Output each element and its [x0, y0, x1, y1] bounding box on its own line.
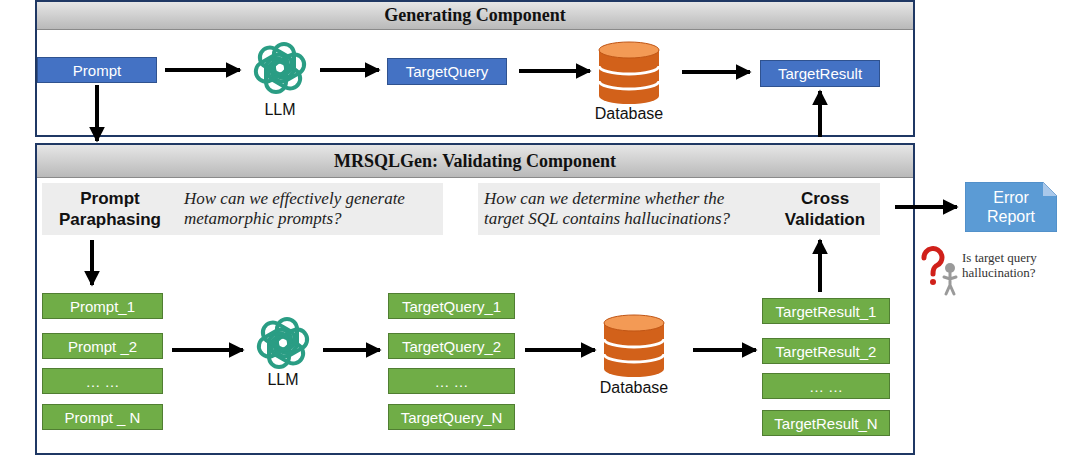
flow-arrow — [95, 85, 99, 141]
box-label: Prompt _ N — [65, 409, 141, 426]
box-label: TargetQuery_N — [401, 409, 503, 426]
process-box: TargetQuery_N — [388, 404, 515, 430]
question-band: Prompt ParaphasingHow can we effectively… — [42, 183, 443, 235]
flow-arrow — [165, 68, 240, 72]
database-node: Database — [595, 310, 673, 400]
document-label: Error Report — [976, 188, 1046, 226]
database-icon — [599, 42, 659, 104]
flow-arrow — [525, 348, 595, 352]
flow-arrow — [519, 69, 590, 73]
flow-arrow — [682, 70, 750, 74]
process-box: … … — [388, 368, 515, 394]
process-box: TargetQuery_1 — [388, 293, 515, 319]
step-title: Prompt Paraphasing — [42, 188, 178, 230]
annotation-text: Is target query hallucination? — [962, 250, 1062, 280]
error-report-document: Error Report — [965, 182, 1057, 232]
process-box: … … — [762, 373, 890, 399]
flow-arrow — [818, 240, 822, 292]
flow-arrow — [323, 348, 380, 352]
llm-node: LLM — [240, 40, 320, 122]
flow-arrow — [693, 348, 756, 352]
box-label: … … — [809, 378, 843, 395]
flow-arrow — [90, 240, 94, 285]
box-label: TargetQuery_1 — [402, 298, 501, 315]
flow-arrow — [320, 68, 379, 72]
process-box: TargetResult_N — [762, 410, 890, 436]
research-question: How can we determine whether the target … — [478, 189, 770, 229]
component-panel: Generating ComponentPromptLLM TargetQuery… — [35, 0, 915, 137]
box-label: TargetQuery_2 — [402, 338, 501, 355]
icon-label: LLM — [240, 101, 320, 119]
process-box: Prompt_1 — [42, 293, 163, 319]
process-box: TargetQuery_2 — [388, 333, 515, 359]
box-label: Prompt_1 — [70, 298, 135, 315]
flow-arrow — [172, 348, 243, 352]
process-box: TargetResult — [760, 60, 880, 87]
box-label: … … — [85, 373, 119, 390]
database-icon — [604, 315, 664, 377]
box-label: Prompt — [73, 62, 121, 79]
box-label: TargetResult_2 — [776, 343, 877, 360]
step-title: Cross Validation — [770, 188, 880, 230]
process-box: TargetResult_2 — [762, 338, 890, 364]
question-band: How can we determine whether the target … — [478, 183, 880, 235]
database-node: Database — [590, 42, 668, 124]
llm-node: LLM — [243, 312, 323, 394]
process-box: Prompt _2 — [42, 333, 163, 359]
box-label: TargetQuery — [406, 63, 489, 80]
icon-label: Database — [590, 105, 668, 123]
llm-icon — [255, 319, 311, 367]
process-box: Prompt — [37, 57, 157, 83]
question-figure — [924, 249, 956, 294]
process-box: TargetQuery — [387, 58, 507, 85]
box-label: TargetResult — [778, 65, 862, 82]
flow-arrow — [895, 205, 957, 209]
box-label: TargetResult_N — [774, 415, 877, 432]
process-box: … … — [42, 368, 163, 394]
process-box: Prompt _ N — [42, 404, 163, 430]
process-box: TargetResult_1 — [762, 298, 890, 324]
icon-label: Database — [595, 379, 673, 397]
flow-arrow — [818, 91, 822, 137]
box-label: TargetResult_1 — [776, 303, 877, 320]
panel-header: Generating Component — [37, 2, 913, 30]
research-question: How can we effectively generate metamorp… — [178, 189, 443, 229]
box-label: Prompt _2 — [68, 338, 137, 355]
icon-label: LLM — [243, 371, 323, 389]
box-label: … … — [434, 373, 468, 390]
llm-icon — [252, 44, 308, 92]
component-panel: MRSQLGen: Validating ComponentPrompt Par… — [35, 143, 915, 455]
panel-header: MRSQLGen: Validating Component — [37, 145, 913, 178]
